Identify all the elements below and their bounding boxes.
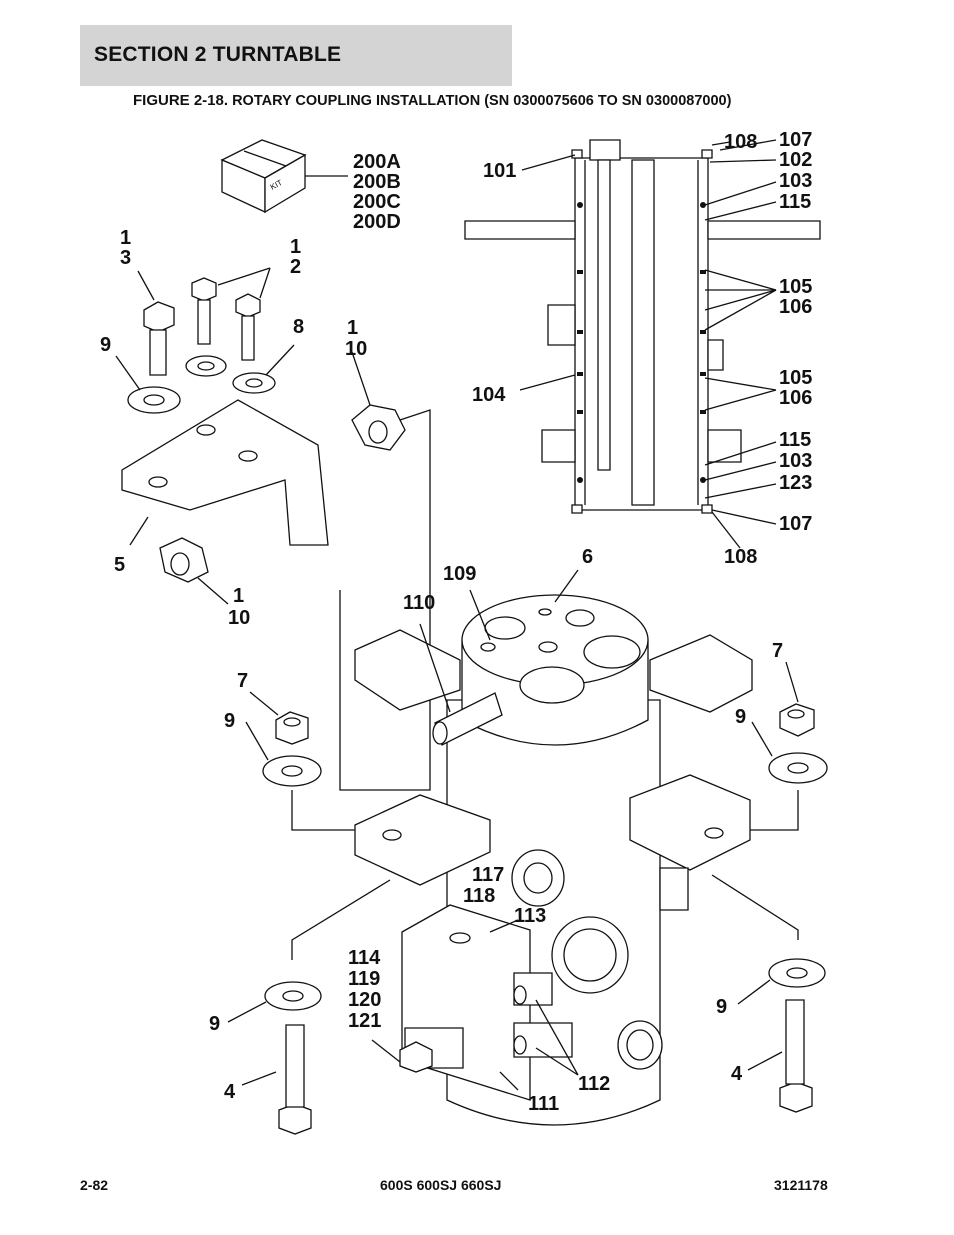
- callout-108: 108: [724, 546, 758, 568]
- callout-9: 9: [735, 706, 747, 728]
- bolts: [138, 268, 270, 375]
- rotary-coupling-body: [355, 570, 752, 1125]
- kit-box: KIT: [222, 140, 348, 212]
- callout-102: 102: [779, 149, 813, 171]
- figure-title: ROTARY COUPLING INSTALLATION (SN 0300075…: [232, 93, 732, 109]
- callout-10: 10: [345, 338, 368, 360]
- callout-118: 118: [463, 885, 496, 907]
- figure-number: FIGURE 2-18.: [133, 92, 229, 109]
- callout-9: 9: [716, 996, 728, 1018]
- callout-109: 109: [443, 563, 477, 585]
- callout-10: 10: [228, 607, 251, 629]
- callout-9: 9: [224, 710, 236, 732]
- seals: [577, 202, 706, 483]
- callout-200b: 200B: [353, 171, 401, 193]
- callout-101: 101: [483, 160, 517, 182]
- callout-8: 8: [293, 316, 305, 338]
- callout-106: 106: [779, 296, 813, 318]
- mounting-bracket: [122, 400, 328, 545]
- callout-1: 1: [120, 227, 132, 249]
- callout-107: 107: [779, 129, 813, 151]
- section-header: SECTION 2 TURNTABLE: [80, 25, 512, 86]
- callout-200a: 200A: [353, 151, 401, 173]
- lower-washers: [228, 722, 827, 1022]
- callout-113: 113: [514, 905, 547, 927]
- section-title: SECTION 2 TURNTABLE: [94, 43, 342, 66]
- callout-103: 103: [779, 450, 813, 472]
- washers: [116, 345, 294, 413]
- callout-121: 121: [348, 1010, 382, 1032]
- page-number: 2-82: [80, 1177, 109, 1193]
- callout-4: 4: [731, 1063, 743, 1085]
- callout-119: 119: [348, 968, 381, 990]
- callout-9: 9: [209, 1013, 221, 1035]
- callout-200c: 200C: [353, 191, 401, 213]
- document-number: 3121178: [774, 1177, 828, 1193]
- callout-117: 117: [472, 864, 505, 886]
- callout-115: 115: [779, 191, 812, 213]
- callout-1: 1: [233, 585, 245, 607]
- callout-123: 123: [779, 472, 813, 494]
- callout-1: 1: [290, 236, 302, 258]
- callout-110: 110: [403, 592, 436, 614]
- callout-7: 7: [772, 640, 784, 662]
- cross-section-view: [465, 140, 820, 548]
- callout-4: 4: [224, 1081, 236, 1103]
- callout-9: 9: [100, 334, 112, 356]
- callout-106: 106: [779, 387, 813, 409]
- callout-104: 104: [472, 384, 506, 406]
- callout-111: 111: [528, 1093, 560, 1115]
- callout-105: 105: [779, 276, 813, 298]
- callout-3: 3: [120, 247, 132, 269]
- callout-115: 115: [779, 429, 812, 451]
- callout-112: 112: [578, 1073, 611, 1095]
- callout-108: 108: [724, 131, 758, 153]
- nuts-and-lower-bolts: [160, 352, 814, 1134]
- callout-103: 103: [779, 170, 813, 192]
- model-list: 600S 600SJ 660SJ: [380, 1177, 502, 1193]
- figure-caption: FIGURE 2-18. ROTARY COUPLING INSTALLATIO…: [133, 92, 731, 109]
- callout-5: 5: [114, 554, 126, 576]
- callout-200d: 200D: [353, 211, 401, 233]
- callout-2: 2: [290, 256, 302, 278]
- callout-120: 120: [348, 989, 382, 1011]
- callout-107: 107: [779, 513, 813, 535]
- callout-1: 1: [347, 317, 359, 339]
- callout-114: 114: [348, 947, 381, 969]
- callout-6: 6: [582, 546, 594, 568]
- callout-7: 7: [237, 670, 249, 692]
- callout-105: 105: [779, 367, 813, 389]
